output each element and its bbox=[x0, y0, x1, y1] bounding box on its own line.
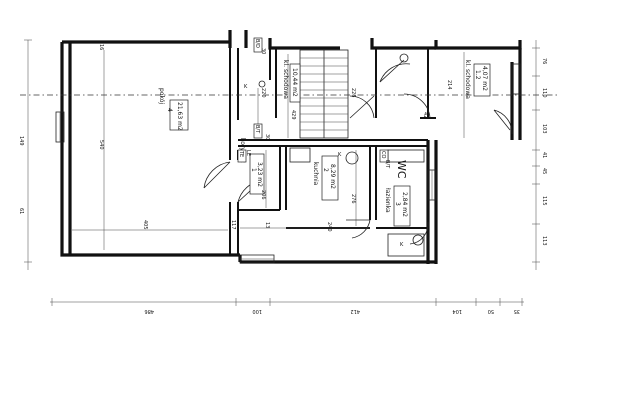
dim-bottom-100: 100 bbox=[252, 308, 262, 314]
dim-bottom-50: 50 bbox=[488, 308, 494, 314]
dim-right-45: 45 bbox=[541, 168, 547, 174]
te-label: TE bbox=[238, 150, 244, 157]
co-label: CO bbox=[380, 151, 386, 158]
room-area: 2,84 m2 bbox=[401, 192, 408, 217]
dim-bottom-104: 104 bbox=[452, 308, 462, 314]
interior-dims: 16 540 405 117 13 240 206 276 220 225 42… bbox=[98, 44, 452, 232]
dim-bottom-412: 412 bbox=[350, 308, 360, 314]
room-number: 4 bbox=[166, 108, 173, 112]
right-dims: 76 110 103 41 45 115 113 bbox=[532, 47, 547, 263]
bottom-dims: 486 100 412 104 50 35 bbox=[51, 298, 523, 314]
dim-214: 214 bbox=[446, 80, 452, 90]
dim-117: 117 bbox=[230, 220, 236, 230]
dim-right-115: 115 bbox=[541, 196, 547, 206]
k-label-1: K bbox=[244, 84, 248, 90]
room-kuchnia: kuchnia 2 8,29 m2 bbox=[312, 155, 339, 201]
dim-right-103: 103 bbox=[541, 124, 547, 134]
room-area: 21,63 m2 bbox=[176, 102, 183, 131]
dim-276: 276 bbox=[350, 194, 356, 204]
room-name: kl. schodowa bbox=[464, 60, 471, 99]
windows bbox=[55, 63, 521, 264]
wc-label: WC bbox=[395, 160, 408, 179]
dim-429: 429 bbox=[290, 110, 296, 120]
dim-bottom-35: 35 bbox=[514, 308, 520, 314]
dim-left-61: 61 bbox=[18, 208, 24, 214]
room-number: 1.2 bbox=[474, 70, 481, 80]
dim-240: 240 bbox=[326, 222, 332, 232]
bt1-label: B/T bbox=[254, 125, 260, 134]
dim-16: 16 bbox=[98, 44, 104, 50]
bd-label: B/D bbox=[254, 39, 260, 48]
room-area: 3,23 m2 bbox=[256, 162, 263, 187]
room-area: 8,29 m2 bbox=[329, 164, 336, 189]
room-area: 4,07 m2 bbox=[481, 66, 488, 91]
interior-dim-lines bbox=[27, 40, 537, 303]
room-number: 2 bbox=[322, 168, 329, 172]
dim-left-149: 149 bbox=[18, 136, 24, 146]
dim-bottom-486: 486 bbox=[144, 308, 154, 314]
fixtures bbox=[258, 53, 425, 257]
dim-220: 220 bbox=[260, 88, 266, 98]
room-klatka2: kl. schodowa 1.2 4,07 m2 bbox=[464, 60, 491, 99]
room-name: pokój bbox=[158, 88, 165, 104]
dim-13: 13 bbox=[264, 222, 270, 228]
room-number: 1 bbox=[250, 168, 257, 172]
dim-42: 42 bbox=[422, 112, 428, 118]
room-name: łazienka bbox=[384, 188, 391, 213]
dim-30b: 30 bbox=[264, 134, 270, 140]
dim-225: 225 bbox=[350, 88, 356, 98]
room-area: 10,44 m2 bbox=[291, 68, 298, 97]
k-label-3: K bbox=[400, 242, 404, 248]
dim-30a: 30 bbox=[260, 48, 266, 54]
dim-right-113: 113 bbox=[541, 236, 547, 246]
room-name: kl. schodowa bbox=[282, 60, 289, 99]
dim-right-41: 41 bbox=[541, 152, 547, 158]
dim-206: 206 bbox=[260, 190, 266, 200]
staircase bbox=[299, 49, 349, 139]
interior-walls bbox=[229, 48, 436, 255]
dim-540: 540 bbox=[98, 140, 104, 150]
k-label-2: K bbox=[338, 152, 342, 158]
room-number: 3 bbox=[394, 202, 401, 206]
left-dims: 149 61 bbox=[18, 39, 32, 263]
dim-405: 405 bbox=[142, 220, 148, 230]
bt2-label: B/T bbox=[384, 160, 390, 169]
markers: WC TE LE CO B/D B/T B/T K K K bbox=[237, 37, 408, 248]
room-klatka1: kl. schodowa 10,44 m2 bbox=[282, 60, 301, 103]
room-lazienka: łazienka 3 2,84 m2 bbox=[384, 185, 411, 227]
room-name: kuchnia bbox=[312, 162, 319, 186]
room-pokoj: pokój 4 21,63 m2 bbox=[158, 88, 189, 131]
le-label: LE bbox=[245, 150, 251, 156]
dim-right-76: 76 bbox=[541, 58, 547, 64]
dim-right-110: 110 bbox=[541, 88, 547, 98]
